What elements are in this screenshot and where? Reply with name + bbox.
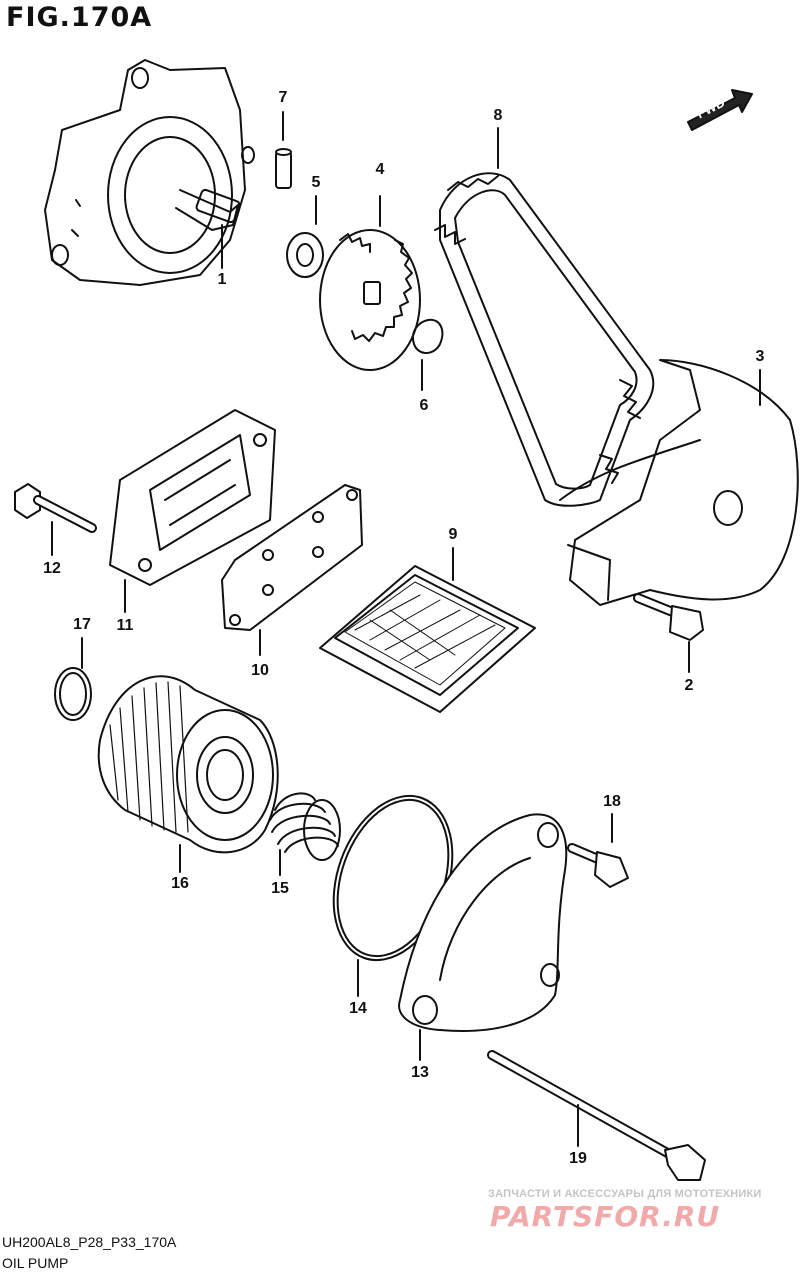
callout-12[interactable]: 12 — [43, 560, 61, 577]
callout-17[interactable]: 17 — [73, 616, 91, 633]
figure-title: FIG.170A — [6, 2, 153, 33]
dowel-pin[interactable] — [275, 148, 292, 189]
washer[interactable] — [286, 232, 324, 278]
oil-filter[interactable] — [97, 675, 279, 854]
callout-14[interactable]: 14 — [349, 1000, 367, 1017]
callout-15[interactable]: 15 — [271, 880, 289, 897]
oil-strainer[interactable] — [319, 565, 536, 713]
oil-pump-body[interactable] — [44, 59, 255, 286]
strainer-bolt[interactable] — [14, 483, 97, 533]
callout-13[interactable]: 13 — [411, 1064, 429, 1081]
callout-8[interactable]: 8 — [493, 107, 503, 124]
callout-16[interactable]: 16 — [171, 875, 189, 892]
circlip[interactable] — [412, 318, 444, 354]
o-ring-small[interactable] — [54, 667, 92, 721]
filter-spring[interactable] — [269, 792, 341, 861]
callout-2[interactable]: 2 — [684, 677, 694, 694]
callout-6[interactable]: 6 — [419, 397, 429, 414]
cover-bolt[interactable] — [633, 593, 704, 641]
cap-bolt-long[interactable] — [487, 1050, 706, 1181]
watermark-tagline: ЗАПЧАСТИ И АКСЕССУАРЫ ДЛЯ МОТОТЕХНИКИ — [488, 1188, 762, 1200]
callout-7[interactable]: 7 — [278, 89, 288, 106]
callout-5[interactable]: 5 — [311, 174, 321, 191]
strainer-holder[interactable] — [109, 409, 276, 586]
diagram-code: UH200AL8_P28_P33_170A — [2, 1234, 177, 1250]
diagram-name: OIL PUMP — [2, 1255, 69, 1271]
callout-4[interactable]: 4 — [375, 161, 385, 178]
callout-1[interactable]: 1 — [217, 271, 227, 288]
callout-10[interactable]: 10 — [251, 662, 269, 679]
oil-filter-cap[interactable] — [398, 813, 568, 1032]
sprocket-cover[interactable] — [559, 359, 799, 606]
callout-19[interactable]: 19 — [569, 1150, 587, 1167]
callout-3[interactable]: 3 — [755, 348, 765, 365]
drive-chain[interactable] — [434, 172, 655, 507]
cap-bolt-short[interactable] — [567, 843, 629, 888]
oil-pump-sprocket[interactable] — [319, 195, 421, 371]
watermark-logo: PARTSFOR.RU — [490, 1200, 721, 1233]
callout-18[interactable]: 18 — [603, 793, 621, 810]
callout-11[interactable]: 11 — [116, 617, 134, 634]
strainer-gasket[interactable] — [221, 484, 363, 631]
fwd-arrow-icon — [687, 89, 753, 131]
callout-9[interactable]: 9 — [448, 526, 458, 543]
